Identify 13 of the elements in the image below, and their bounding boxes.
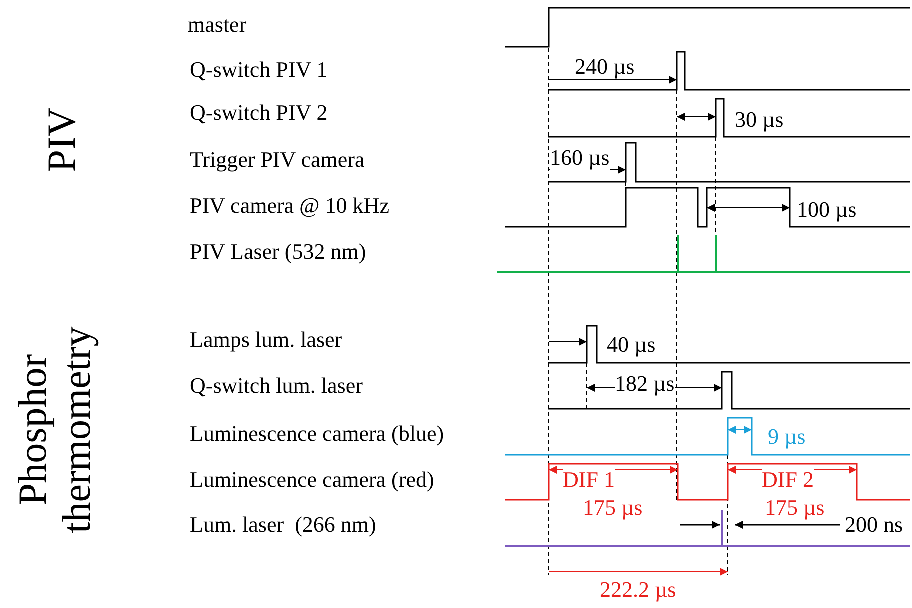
signal-name: Q-switch PIV 2 xyxy=(190,101,328,125)
signal-name: PIV Laser (532 nm) xyxy=(190,240,366,264)
signal-name: Q-switch PIV 1 xyxy=(190,58,328,82)
signal-name: master xyxy=(188,13,247,37)
signal-name: Lamps lum. laser xyxy=(190,328,342,352)
section-heading: PIV xyxy=(40,108,84,172)
section-heading: Phosphor thermometry xyxy=(11,326,99,536)
signal-name: Lum. laser (266 nm) xyxy=(190,513,376,537)
signal-name: Luminescence camera (blue) xyxy=(190,422,444,446)
signal-name: PIV camera @ 10 kHz xyxy=(190,194,390,218)
signal-name: Trigger PIV camera xyxy=(190,148,365,172)
signal-name: Q-switch lum. laser xyxy=(190,374,363,398)
signal-name: Luminescence camera (red) xyxy=(190,468,434,492)
